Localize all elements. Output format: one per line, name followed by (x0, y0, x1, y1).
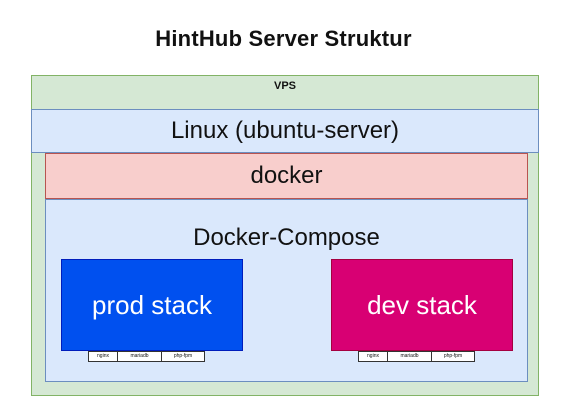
dev-service-php-fpm: php-fpm (431, 351, 475, 362)
dev-stack-label: dev stack (367, 289, 477, 320)
dev-service-nginx: nginx (358, 351, 388, 362)
docker-label: docker (250, 162, 323, 189)
prod-service-mariadb: mariadb (117, 351, 162, 362)
prod-stack-box: prod stack (61, 259, 243, 351)
prod-service-nginx: nginx (88, 351, 118, 362)
dev-stack-box: dev stack (331, 259, 513, 351)
vps-label: VPS (273, 80, 296, 92)
prod-stack-label: prod stack (92, 289, 212, 320)
diagram-title: HintHub Server Struktur (155, 26, 412, 51)
docker-compose-label: Docker-Compose (193, 224, 380, 251)
linux-box: Linux (ubuntu-server) (31, 109, 539, 153)
prod-service-php-fpm: php-fpm (161, 351, 205, 362)
prod-stack-services: nginx mariadb php-fpm (88, 351, 205, 362)
docker-box: docker (45, 153, 528, 199)
dev-service-mariadb: mariadb (387, 351, 432, 362)
dev-stack-services: nginx mariadb php-fpm (358, 351, 475, 362)
linux-label: Linux (ubuntu-server) (170, 117, 400, 144)
